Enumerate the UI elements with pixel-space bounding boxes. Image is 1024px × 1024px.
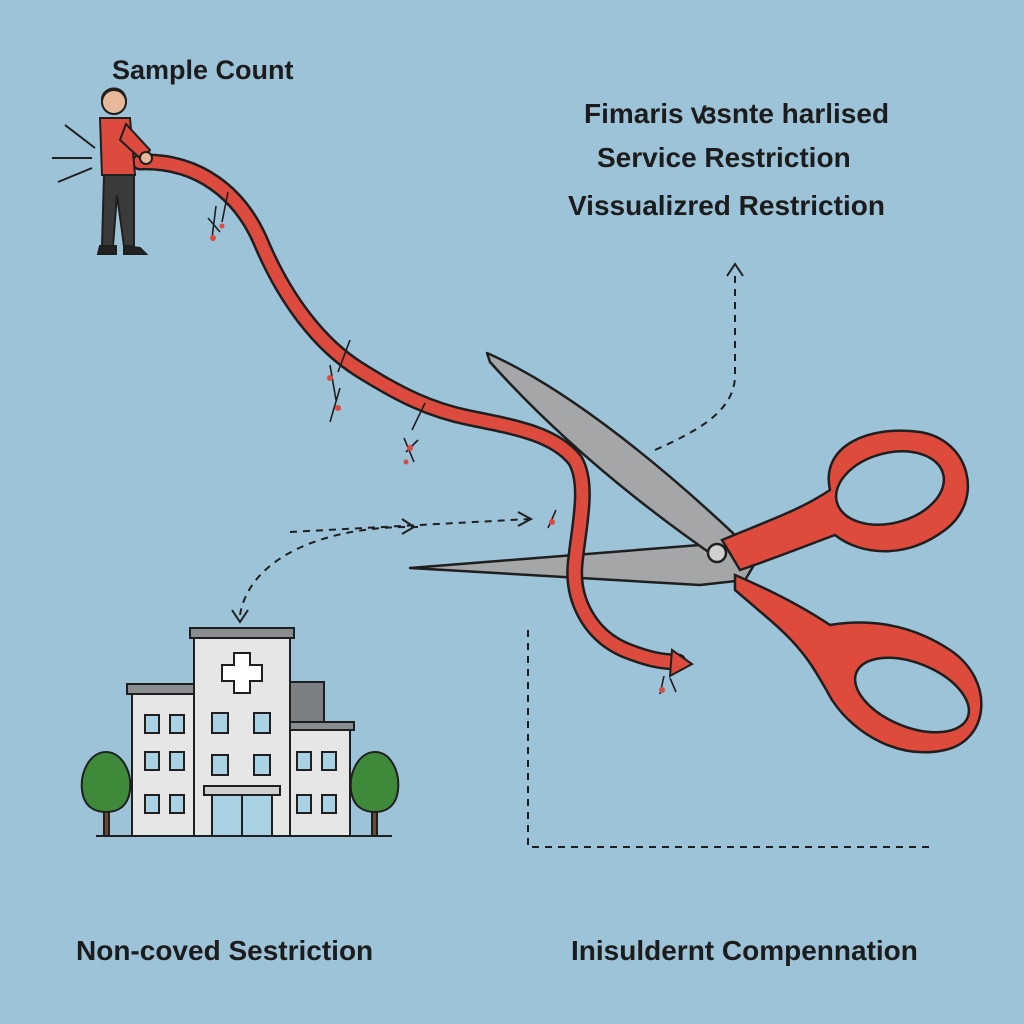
person-icon — [52, 87, 153, 255]
bracket-bottom-right — [527, 630, 930, 848]
hospital-wing-left-roof — [126, 683, 200, 695]
arrowhead-mid1 — [401, 518, 416, 535]
tree-icon — [80, 750, 132, 837]
hospital-wing-right-back — [289, 681, 325, 728]
hospital-windows — [144, 712, 337, 814]
label-bottom-right: Inisuldernt Compennation — [571, 935, 918, 966]
scissors-pivot — [706, 542, 728, 564]
ribbon-strip — [131, 153, 687, 671]
scissors-blade-lower — [408, 543, 762, 587]
label-top-line-1: Fimaris ꟃsnte harlised — [584, 98, 890, 129]
ribbon-fill — [134, 155, 684, 668]
label-sample-count: Sample Count — [112, 55, 294, 85]
arrow-to-top-labels — [654, 270, 736, 451]
hospital-cross-icon — [221, 652, 263, 694]
person-head — [101, 89, 127, 115]
hospital-tower-roof — [189, 627, 295, 639]
person-motion-lines — [52, 124, 96, 183]
tree-icon — [349, 750, 400, 837]
label-top-line-2: Service Restriction — [597, 142, 851, 173]
ribbon-arrowhead — [668, 648, 694, 678]
tree-left-crown — [80, 750, 132, 814]
scissors-handles — [706, 429, 983, 754]
hospital-entrance-canopy — [203, 785, 281, 796]
scissors-blade-upper — [485, 351, 737, 562]
hospital-icon — [96, 627, 392, 837]
arrowhead-hospital — [231, 609, 249, 624]
person-hand — [139, 151, 153, 165]
arrow-to-hospital — [239, 525, 419, 616]
person-shoes — [96, 244, 149, 255]
scissors-handle-upper-hole — [834, 450, 946, 526]
ribbon — [131, 153, 694, 695]
arrowheads — [231, 262, 744, 624]
hospital-wing-right-roof — [285, 721, 355, 731]
hospital-wing-right — [289, 725, 351, 837]
person-legs — [100, 174, 135, 247]
label-top-line-3: Vissualizred Restriction — [568, 190, 885, 221]
ribbon-fray-ends — [210, 223, 665, 693]
scissors-handle-lower-hole — [853, 656, 971, 734]
label-bottom-left: Non-coved Sestriction — [76, 935, 374, 966]
arrowhead-top — [726, 262, 744, 277]
arrowhead-mid2 — [517, 511, 534, 527]
tree-right-crown — [349, 750, 400, 814]
